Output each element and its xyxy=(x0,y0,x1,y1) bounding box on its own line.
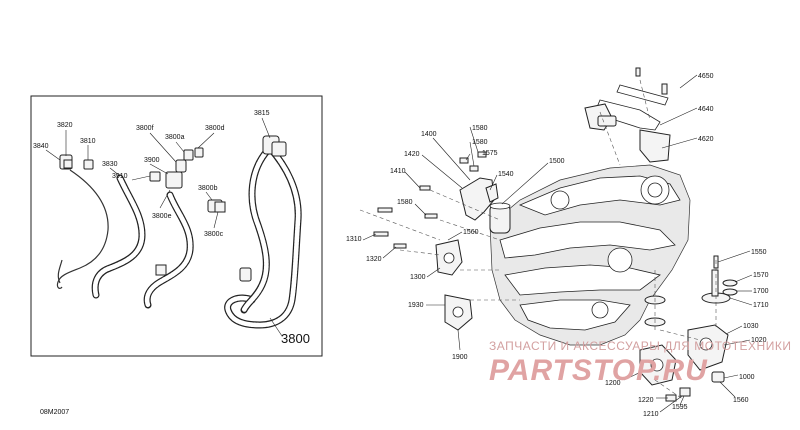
harness-3830 xyxy=(91,174,146,299)
label-1320: 1320 xyxy=(366,256,382,263)
label-1540: 1540 xyxy=(498,171,514,178)
label-1580-c: 1580 xyxy=(397,199,413,206)
mount-right-1020 xyxy=(687,324,729,383)
watermark-tagline: ЗАПЧАСТИ И АКСЕССУАРЫ ДЛЯ МОТОТЕХНИКИ xyxy=(489,339,791,353)
label-3800c: 3800c xyxy=(204,231,224,238)
label-1595: 1595 xyxy=(672,404,688,411)
connector-3810 xyxy=(83,159,94,170)
label-1030: 1030 xyxy=(743,323,759,330)
top-bracket-assembly xyxy=(584,84,671,163)
connector-cluster-3800 xyxy=(149,147,226,213)
label-1300: 1300 xyxy=(410,274,426,281)
harness-3900 xyxy=(143,191,194,309)
label-1710: 1710 xyxy=(753,302,769,309)
label-1000: 1000 xyxy=(739,374,755,381)
label-1560-b: 1560 xyxy=(733,397,749,404)
label-1220: 1220 xyxy=(638,397,654,404)
label-4620: 4620 xyxy=(698,136,714,143)
connector-3820 xyxy=(59,154,73,170)
label-3800a: 3800a xyxy=(165,134,185,141)
label-1580-a: 1580 xyxy=(472,125,488,132)
inset-leaders xyxy=(45,117,283,337)
label-1020: 1020 xyxy=(751,337,767,344)
main-harness-3800 xyxy=(224,135,302,329)
watermark-logo: PARTSTOP.RU xyxy=(489,354,708,387)
label-1400: 1400 xyxy=(421,131,437,138)
label-1580-b: 1580 xyxy=(472,139,488,146)
label-3910: 3910 xyxy=(112,173,128,180)
label-3840: 3840 xyxy=(33,143,49,150)
label-1700: 1700 xyxy=(753,288,769,295)
label-3800: 3800 xyxy=(281,331,310,346)
engine-block xyxy=(489,164,691,346)
label-1550: 1550 xyxy=(751,249,767,256)
label-4650: 4650 xyxy=(698,73,714,80)
label-1420: 1420 xyxy=(404,151,420,158)
label-3830: 3830 xyxy=(102,161,118,168)
label-1210: 1210 xyxy=(643,411,659,418)
label-1900: 1900 xyxy=(452,354,468,361)
label-3800f: 3800f xyxy=(136,125,154,132)
label-1500: 1500 xyxy=(549,158,565,165)
label-4640: 4640 xyxy=(698,106,714,113)
label-3800b: 3800b xyxy=(198,185,218,192)
label-1930: 1930 xyxy=(408,302,424,309)
mount-1930 xyxy=(444,294,473,331)
label-3810: 3810 xyxy=(80,138,96,145)
label-1410: 1410 xyxy=(390,168,406,175)
label-3900: 3900 xyxy=(144,157,160,164)
thin-wire-3840 xyxy=(56,169,109,289)
label-3820: 3820 xyxy=(57,122,73,129)
label-1310: 1310 xyxy=(346,236,362,243)
bracket-1400 xyxy=(459,177,511,234)
label-3815: 3815 xyxy=(254,110,270,117)
label-1560-a: 1560 xyxy=(463,229,479,236)
inset-frame xyxy=(30,95,323,357)
label-3800d: 3800d xyxy=(205,125,225,132)
label-1575: 1575 xyxy=(482,150,498,157)
mount-1300 xyxy=(435,239,463,276)
label-1200: 1200 xyxy=(605,380,621,387)
main-leaders xyxy=(362,74,753,413)
construction-lines xyxy=(359,79,717,401)
mount-right-1700 xyxy=(701,269,738,304)
label-1570: 1570 xyxy=(753,272,769,279)
diagram-code: 08M2007 xyxy=(40,409,69,416)
label-3800e: 3800e xyxy=(152,213,172,220)
